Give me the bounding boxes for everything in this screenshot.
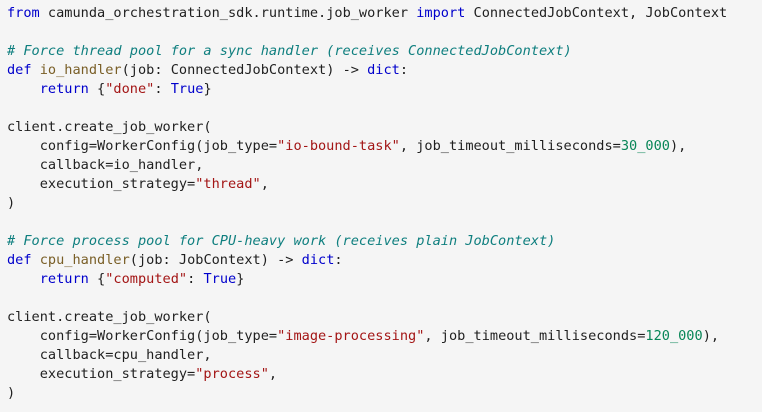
- code-token-plain: [32, 62, 40, 78]
- code-token-string: "done": [105, 81, 155, 97]
- code-line: [7, 213, 762, 232]
- code-token-plain: {: [88, 81, 106, 97]
- code-line: [7, 289, 762, 308]
- code-token-keyword: True: [170, 81, 204, 97]
- code-line: return {"done": True}: [7, 80, 762, 99]
- code-line: ): [7, 194, 762, 213]
- code-line: from camunda_orchestration_sdk.runtime.j…: [7, 4, 762, 23]
- code-line: execution_strategy="process",: [7, 365, 762, 384]
- code-token-plain: , job_timeout_milliseconds=: [424, 328, 646, 344]
- code-token-plain: }: [236, 271, 245, 287]
- code-token-plain: [7, 81, 40, 97]
- code-token-plain: config=WorkerConfig(job_type=: [7, 138, 278, 154]
- code-token-comment: # Force thread pool for a sync handler (…: [7, 43, 572, 59]
- code-token-plain: client.create_job_worker(: [7, 119, 212, 135]
- code-token-plain: :: [399, 62, 409, 78]
- code-line: execution_strategy="thread",: [7, 175, 762, 194]
- code-token-string: "process": [195, 366, 269, 382]
- code-token-plain: (job: JobContext) ->: [129, 252, 302, 268]
- code-token-string: "image-processing": [277, 328, 425, 344]
- code-token-plain: {: [88, 271, 106, 287]
- code-token-plain: ,: [268, 366, 278, 382]
- code-token-plain: camunda_orchestration_sdk.runtime.job_wo…: [39, 5, 417, 21]
- code-line: def cpu_handler(job: JobContext) -> dict…: [7, 251, 762, 270]
- code-token-plain: :: [334, 252, 343, 268]
- code-line: # Force thread pool for a sync handler (…: [7, 42, 762, 61]
- code-token-plain: ): [7, 195, 16, 211]
- code-line: [7, 23, 762, 42]
- code-token-function-name: cpu_handler: [39, 252, 130, 268]
- code-token-keyword: return: [39, 271, 89, 287]
- code-line: callback=io_handler,: [7, 156, 762, 175]
- code-token-builtin: dict: [367, 62, 400, 78]
- code-token-plain: execution_strategy=: [7, 176, 196, 192]
- code-token-plain: ConnectedJobContext, JobContext: [465, 5, 728, 21]
- code-line: [7, 99, 762, 118]
- code-token-keyword: import: [416, 5, 466, 21]
- code-token-plain: ): [7, 385, 16, 401]
- code-line: client.create_job_worker(: [7, 308, 762, 327]
- code-token-plain: execution_strategy=: [7, 366, 196, 382]
- code-token-plain: }: [203, 81, 212, 97]
- code-token-function-name: io_handler: [39, 62, 122, 78]
- code-token-plain: [7, 271, 40, 287]
- code-token-string: "computed": [105, 271, 188, 287]
- code-token-plain: :: [154, 81, 171, 97]
- code-line: client.create_job_worker(: [7, 118, 762, 137]
- code-token-string: "thread": [195, 176, 261, 192]
- code-line: config=WorkerConfig(job_type="io-bound-t…: [7, 137, 762, 156]
- code-token-keyword: return: [39, 81, 89, 97]
- code-token-plain: callback=cpu_handler,: [7, 347, 212, 363]
- code-token-plain: ),: [669, 138, 687, 154]
- code-line: config=WorkerConfig(job_type="image-proc…: [7, 327, 762, 346]
- code-line: # Force process pool for CPU-heavy work …: [7, 232, 762, 251]
- code-line: def io_handler(job: ConnectedJobContext)…: [7, 61, 762, 80]
- code-token-plain: ,: [260, 176, 269, 192]
- code-line: return {"computed": True}: [7, 270, 762, 289]
- code-token-plain: (job: ConnectedJobContext) ->: [121, 62, 368, 78]
- code-line: callback=cpu_handler,: [7, 346, 762, 365]
- code-token-plain: :: [187, 271, 204, 287]
- code-token-keyword: True: [203, 271, 237, 287]
- code-token-number: 30_000: [620, 138, 670, 154]
- code-token-plain: [32, 252, 40, 268]
- code-token-plain: config=WorkerConfig(job_type=: [7, 328, 278, 344]
- code-token-plain: , job_timeout_milliseconds=: [399, 138, 621, 154]
- code-token-plain: ),: [702, 328, 720, 344]
- code-token-keyword: def: [7, 252, 32, 268]
- code-token-string: "io-bound-task": [277, 138, 400, 154]
- code-token-plain: client.create_job_worker(: [7, 309, 212, 325]
- code-token-plain: callback=io_handler,: [7, 157, 204, 173]
- code-token-number: 120_000: [645, 328, 703, 344]
- code-token-builtin: dict: [301, 252, 335, 268]
- code-token-keyword: def: [7, 62, 32, 78]
- code-token-keyword: from: [7, 5, 40, 21]
- code-line: ): [7, 384, 762, 403]
- code-token-comment: # Force process pool for CPU-heavy work …: [7, 233, 556, 249]
